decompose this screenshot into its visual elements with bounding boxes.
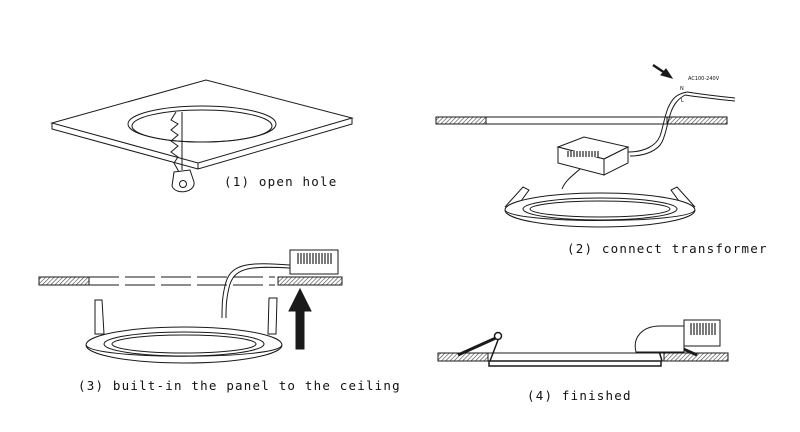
step4-illustration [437, 319, 729, 367]
step2-caption: (2) connect transformer [567, 241, 768, 256]
voltage-label: AC100-240V [688, 76, 720, 82]
neutral-wire-label: L [681, 98, 684, 104]
installed-panel [488, 360, 662, 367]
ceiling-right-section [666, 116, 728, 125]
panel-light-icon [85, 297, 283, 364]
transformer-box-icon [289, 249, 339, 275]
step2-illustration [435, 63, 736, 228]
hole-saw-icon [170, 111, 195, 193]
ceiling-left-section [38, 276, 90, 286]
step1-illustration [50, 79, 354, 193]
transformer-box-icon [556, 136, 630, 176]
push-up-arrow-icon [288, 287, 312, 350]
panel-light-icon [504, 186, 696, 228]
ceiling-left-section [435, 116, 487, 125]
transformer-box-icon [634, 319, 721, 353]
step1-caption: (1) open hole [224, 174, 338, 189]
ceiling-right-section [277, 276, 343, 286]
connection-arrow-icon [652, 63, 674, 79]
step4-caption: (4) finished [527, 388, 632, 403]
step3-caption: (3) built-in the panel to the ceiling [78, 378, 401, 393]
step3-illustration [38, 249, 343, 364]
live-wire-label: N [680, 86, 684, 92]
